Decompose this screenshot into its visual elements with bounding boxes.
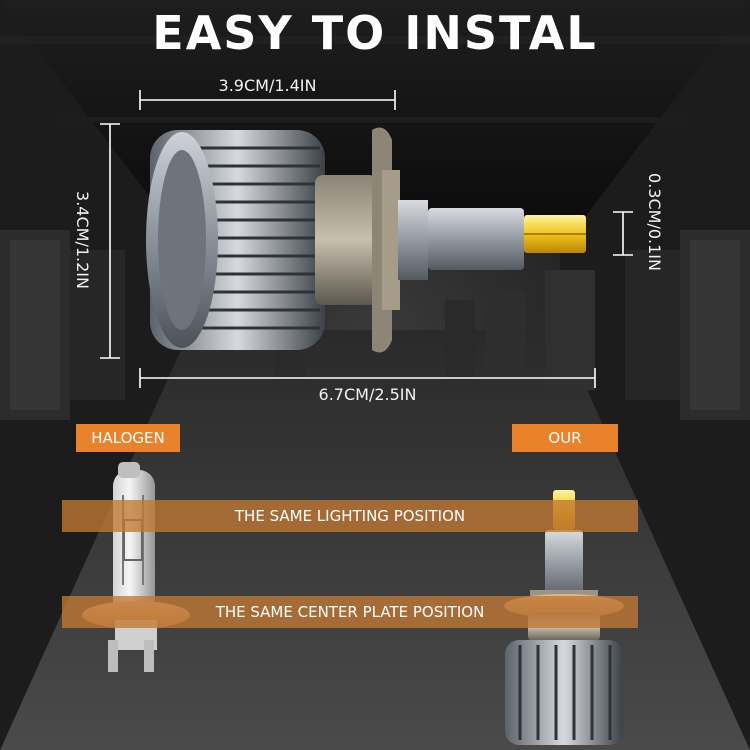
length-dimension-label: 6.7CM/2.5IN [318,385,417,404]
tip-dimension-label: 0.3CM/0.1IN [645,173,664,271]
height-dimension-label: 3.4CM/1.2IN [73,191,92,289]
halogen-tag: HALOGEN [76,424,180,452]
our-tag: OUR [512,424,618,452]
plate-position-band: THE SAME CENTER PLATE POSITION [62,596,638,628]
width-dimension-label: 3.9CM/1.4IN [218,76,317,95]
page-title: EASY TO INSTAL [152,6,598,60]
lighting-position-band: THE SAME LIGHTING POSITION [62,500,638,532]
